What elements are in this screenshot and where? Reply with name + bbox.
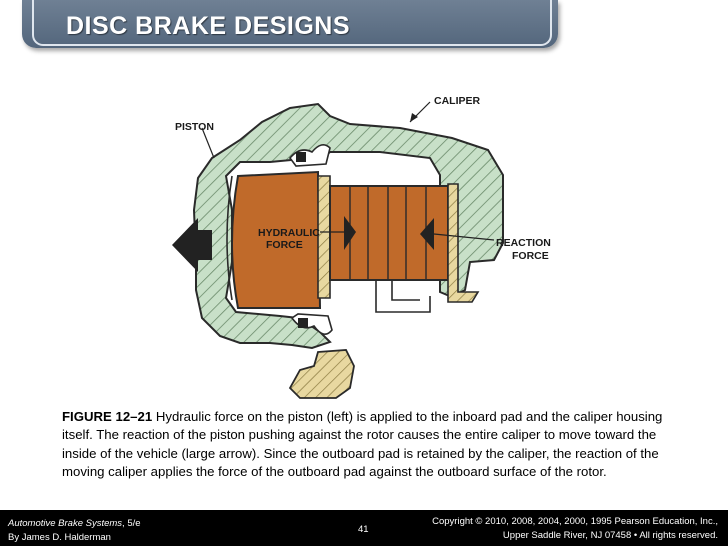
footer-copyright: Copyright © 2010, 2008, 2004, 2000, 1995… (432, 515, 718, 543)
book-edition: , 5/e (122, 518, 141, 529)
caliper-label: CALIPER (434, 95, 481, 107)
slide-title: DISC BRAKE DESIGNS (66, 12, 351, 40)
book-title: Automotive Brake Systems (8, 518, 123, 529)
reaction-force-label-1: REACTION (496, 237, 551, 249)
reaction-force-arrow (420, 218, 434, 250)
outboard-pad (447, 183, 480, 303)
book-author: By James D. Halderman (8, 532, 111, 543)
title-bar-frame (32, 0, 552, 46)
inboard-pad (317, 175, 331, 299)
caption-text: Hydraulic force on the piston (left) is … (62, 409, 663, 479)
footer-book-info: Automotive Brake Systems, 5/e By James D… (8, 517, 141, 545)
figure-label: FIGURE 12–21 (62, 409, 153, 424)
figure-caption: FIGURE 12–21 Hydraulic force on the pist… (62, 408, 682, 481)
title-bar: DISC BRAKE DESIGNS (22, 0, 558, 48)
page-number: 41 (358, 524, 369, 535)
copyright-line-1: Copyright © 2010, 2008, 2004, 2000, 1995… (432, 516, 718, 527)
footer: Automotive Brake Systems, 5/e By James D… (0, 510, 728, 546)
reaction-force-label-2: FORCE (512, 250, 549, 262)
copyright-line-2: Upper Saddle River, NJ 07458 • All right… (502, 530, 718, 541)
mounting-bracket (288, 349, 355, 399)
rotor-hub (375, 280, 431, 313)
caliper-movement-arrow (172, 218, 212, 272)
hydraulic-force-label-2: FORCE (266, 239, 303, 251)
piston-label: PISTON (175, 121, 214, 133)
hydraulic-force-label-1: HYDRAULIC (258, 227, 320, 239)
piston (231, 170, 322, 309)
hydraulic-force-arrow (344, 216, 356, 250)
